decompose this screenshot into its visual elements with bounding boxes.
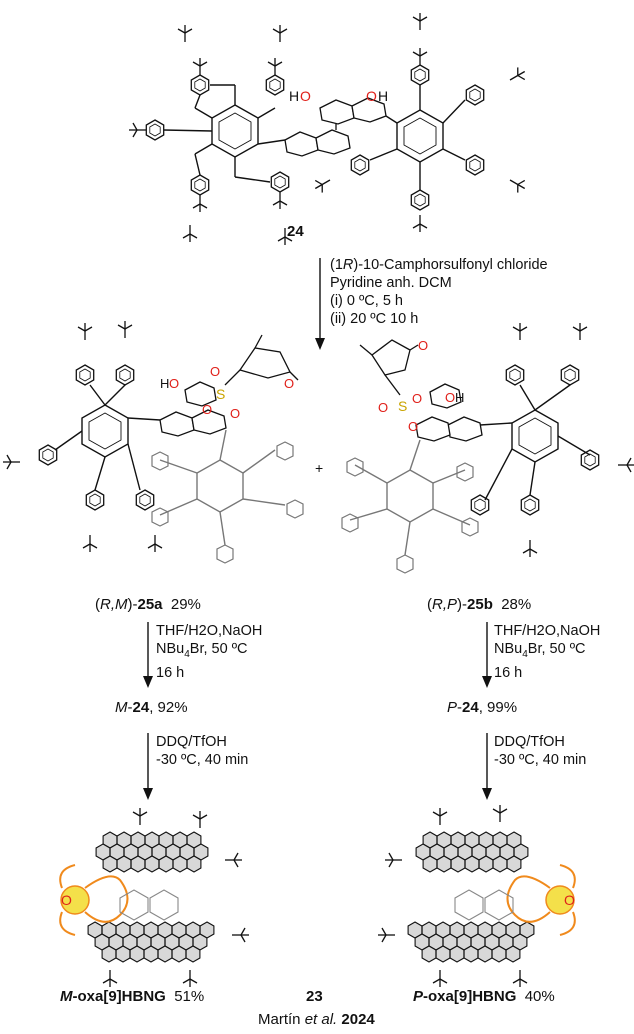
right-hydrolysis-conditions: THF/H2O,NaOH NBu4Br, 50 ºC 16 h [494, 623, 601, 681]
yield-25b: 28% [501, 596, 532, 613]
svg-text:O: O [230, 406, 240, 421]
compound-24-label: 24 [287, 223, 304, 240]
svg-text:O: O [418, 338, 428, 353]
product-P-structure: O [377, 804, 576, 988]
yield-M-product: 51% [174, 988, 205, 1005]
svg-text:H: H [160, 376, 169, 391]
svg-text:O: O [202, 402, 212, 417]
compound-25b-label: (R,P)-25b 28% [427, 596, 532, 613]
svg-text:O: O [169, 376, 179, 391]
step1-line1: (1R)-10-Camphorsulfonyl chloride [330, 257, 548, 273]
svg-text:S: S [398, 398, 407, 414]
product-M-label: M-oxa[9]HBNG 51% [60, 988, 205, 1005]
svg-text:O: O [445, 390, 455, 405]
product-M-structure: O [59, 807, 250, 988]
svg-text:O: O [366, 88, 377, 104]
yield-25a: 29% [170, 596, 201, 613]
svg-text:O: O [210, 364, 220, 379]
compound-25a-structure: H O O S O O O [2, 320, 304, 564]
svg-text:O: O [300, 88, 311, 104]
step1-line3: (i) 0 ºC, 5 h [330, 293, 403, 309]
svg-text:H: H [289, 88, 299, 104]
svg-text:S: S [216, 386, 225, 402]
yield-P-product: 40% [524, 988, 555, 1005]
svg-text:O: O [412, 391, 422, 406]
compound-M-24-label: M-24, 92% [115, 699, 188, 716]
svg-text:H: H [378, 88, 388, 104]
svg-text:H: H [455, 390, 464, 405]
step1-conditions: (1R)-10-Camphorsulfonyl chloride Pyridin… [330, 256, 548, 328]
svg-text:O: O [284, 376, 294, 391]
plus-sign: + [315, 460, 323, 476]
right-scholl-conditions: DDQ/TfOH -30 ºC, 40 min [494, 734, 587, 768]
compound-25a-label: (R,M)-25a 29% [95, 596, 201, 613]
product-P-label: P-oxa[9]HBNG 40% [413, 988, 555, 1005]
left-hydrolysis-conditions: THF/H2O,NaOH NBu4Br, 50 ºC 16 h [156, 623, 263, 681]
svg-text:O: O [378, 400, 388, 415]
step1-line4: (ii) 20 ºC 10 h [330, 311, 419, 327]
compound-P-24-label: P-24, 99% [447, 699, 518, 716]
citation: Martín et al. 2024 [258, 1011, 375, 1028]
compound-25b-structure: O H S O O O O [341, 322, 634, 574]
left-scholl-conditions: DDQ/TfOH -30 ºC, 40 min [156, 734, 249, 768]
svg-text:O: O [564, 892, 575, 908]
svg-text:O: O [408, 419, 418, 434]
compound-24-structure: H O O H [128, 12, 529, 246]
svg-text:O: O [61, 892, 72, 908]
step1-line2: Pyridine anh. DCM [330, 275, 452, 291]
compound-23-label: 23 [306, 988, 323, 1005]
